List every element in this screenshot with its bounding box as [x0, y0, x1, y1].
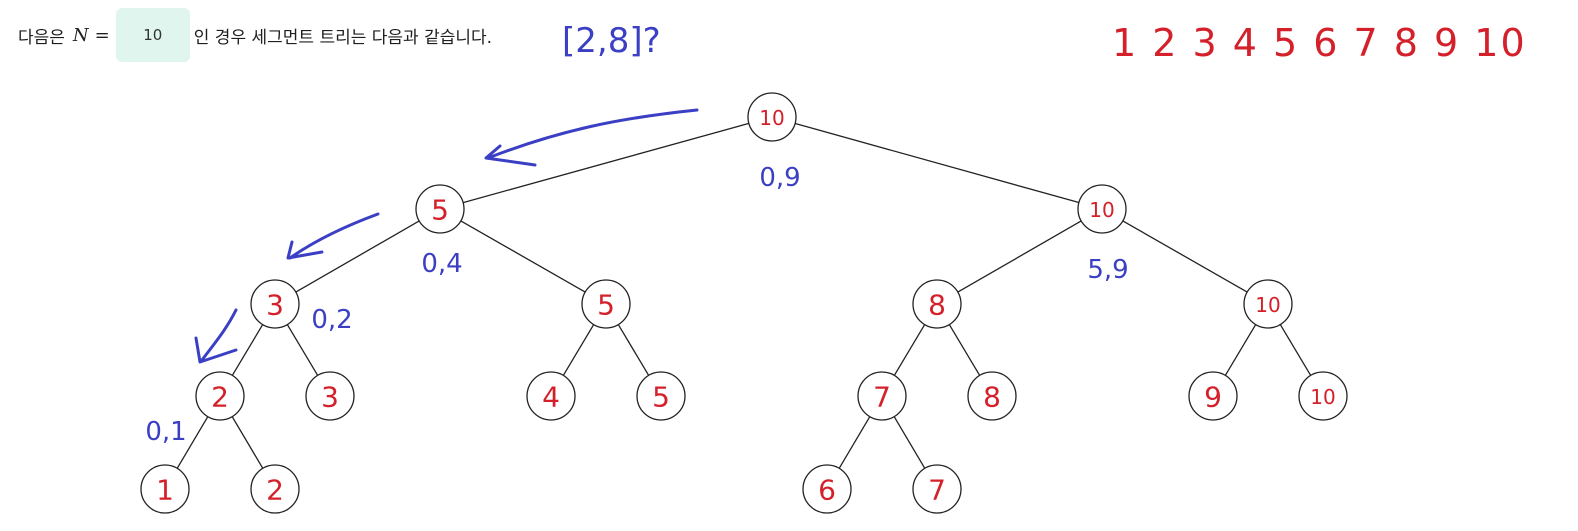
tree-node-circle [1243, 279, 1293, 329]
array-index-note: 1 2 3 4 5 6 7 8 9 10 [1112, 21, 1527, 65]
tree-node: 2 [195, 371, 245, 421]
tree-node-label: 8 [983, 381, 1001, 414]
range-query-note: [2,8]? [562, 21, 661, 61]
tree-node-label: 7 [873, 381, 891, 414]
tree-node-circle [1298, 371, 1348, 421]
tree-node-circle [250, 279, 300, 329]
tree-node-label: 10 [1310, 385, 1335, 409]
arrow-left-to-left [286, 212, 380, 260]
tree-edge [838, 416, 871, 469]
tree-node-circle [857, 371, 907, 421]
tree-edge [295, 220, 420, 293]
tree-edge [462, 122, 750, 204]
tree-edge [948, 324, 981, 376]
tree-node-label: 3 [266, 289, 284, 322]
tree-node-circle [250, 464, 300, 514]
intro-sentence: 다음은 N = 인 경우 세그먼트 트리는 다음과 같습니다. [18, 8, 492, 62]
tree-node-circle [802, 464, 852, 514]
tree-node: 3 [305, 371, 355, 421]
tree-node: 1 [140, 464, 190, 514]
tree-node-circle [581, 279, 631, 329]
tree-node-circle [912, 279, 962, 329]
tree-node: 6 [802, 464, 852, 514]
tree-node-circle [747, 92, 797, 142]
tree-node-circle [912, 464, 962, 514]
tree-edge [1224, 324, 1257, 376]
tree-node: 4 [526, 371, 576, 421]
tree-node-circle [967, 371, 1017, 421]
tree-node-circle [1077, 184, 1127, 234]
n-value-input[interactable] [115, 8, 190, 62]
tree-edge [231, 416, 264, 469]
equals-sign: = [94, 24, 110, 46]
tree-node: 3 [250, 279, 300, 329]
tree-edge [794, 122, 1080, 204]
tree-node-circle [636, 371, 686, 421]
node-range-label: 0,4 [421, 249, 462, 279]
tree-node: 5 [581, 279, 631, 329]
tree-node-label: 5 [431, 194, 449, 227]
tree-node-label: 10 [1255, 293, 1280, 317]
tree-edge [231, 324, 264, 376]
tree-node: 9 [1188, 371, 1238, 421]
tree-node-label: 9 [1204, 381, 1222, 414]
tree-edge [460, 220, 586, 293]
tree-node: 10 [1243, 279, 1293, 329]
tree-edge [1279, 324, 1312, 376]
tree-node-circle [415, 184, 465, 234]
tree-edge [562, 324, 595, 376]
tree-node-circle [140, 464, 190, 514]
tree-node: 10 [747, 92, 797, 142]
tree-node: 2 [250, 464, 300, 514]
tree-nodes: 10 5 10 3 5 8 10 2 3 4 5 7 8 9 10 1 2 6 7 [140, 92, 1348, 514]
tree-node-label: 4 [542, 381, 560, 414]
tree-edge [1122, 220, 1248, 293]
node-range-label: 0,2 [311, 305, 352, 335]
tree-node-circle [526, 371, 576, 421]
tree-edge [176, 416, 209, 469]
tree-node-label: 2 [266, 474, 284, 507]
tree-node-label: 10 [1089, 198, 1114, 222]
node-range-label: 5,9 [1087, 255, 1128, 285]
tree-node-label: 1 [156, 474, 174, 507]
tree-node: 10 [1077, 184, 1127, 234]
traversal-arrows [194, 108, 699, 364]
arrow-down-left [194, 308, 238, 364]
tree-node-circle [1188, 371, 1238, 421]
tree-node-label: 5 [597, 289, 615, 322]
tree-node-label: 10 [759, 106, 784, 130]
tree-edge [286, 324, 319, 376]
tree-edge [893, 416, 926, 469]
node-range-label: 0,1 [145, 417, 186, 447]
tree-node: 5 [636, 371, 686, 421]
tree-edges [176, 122, 1312, 469]
tree-node-label: 8 [928, 289, 946, 322]
tree-node: 7 [857, 371, 907, 421]
intro-suffix: 인 경우 세그먼트 트리는 다음과 같습니다. [193, 27, 493, 48]
tree-node-label: 5 [652, 381, 670, 414]
tree-node: 7 [912, 464, 962, 514]
node-range-label: 0,9 [759, 163, 800, 193]
n-symbol: N [72, 24, 89, 46]
tree-node: 5 [415, 184, 465, 234]
arrow-root-to-left [484, 108, 699, 167]
tree-node-label: 6 [818, 474, 836, 507]
range-annotations: 0,9 0,4 5,9 0,2 0,1 [145, 163, 1128, 447]
tree-node-label: 2 [211, 381, 229, 414]
tree-node-label: 3 [321, 381, 339, 414]
tree-node: 8 [967, 371, 1017, 421]
tree-node: 8 [912, 279, 962, 329]
tree-node: 10 [1298, 371, 1348, 421]
tree-node-circle [195, 371, 245, 421]
tree-node-label: 7 [928, 474, 946, 507]
tree-edge [617, 324, 650, 376]
tree-edge [893, 324, 926, 376]
tree-node-circle [305, 371, 355, 421]
tree-edge [957, 220, 1082, 293]
intro-prefix: 다음은 [18, 27, 65, 48]
